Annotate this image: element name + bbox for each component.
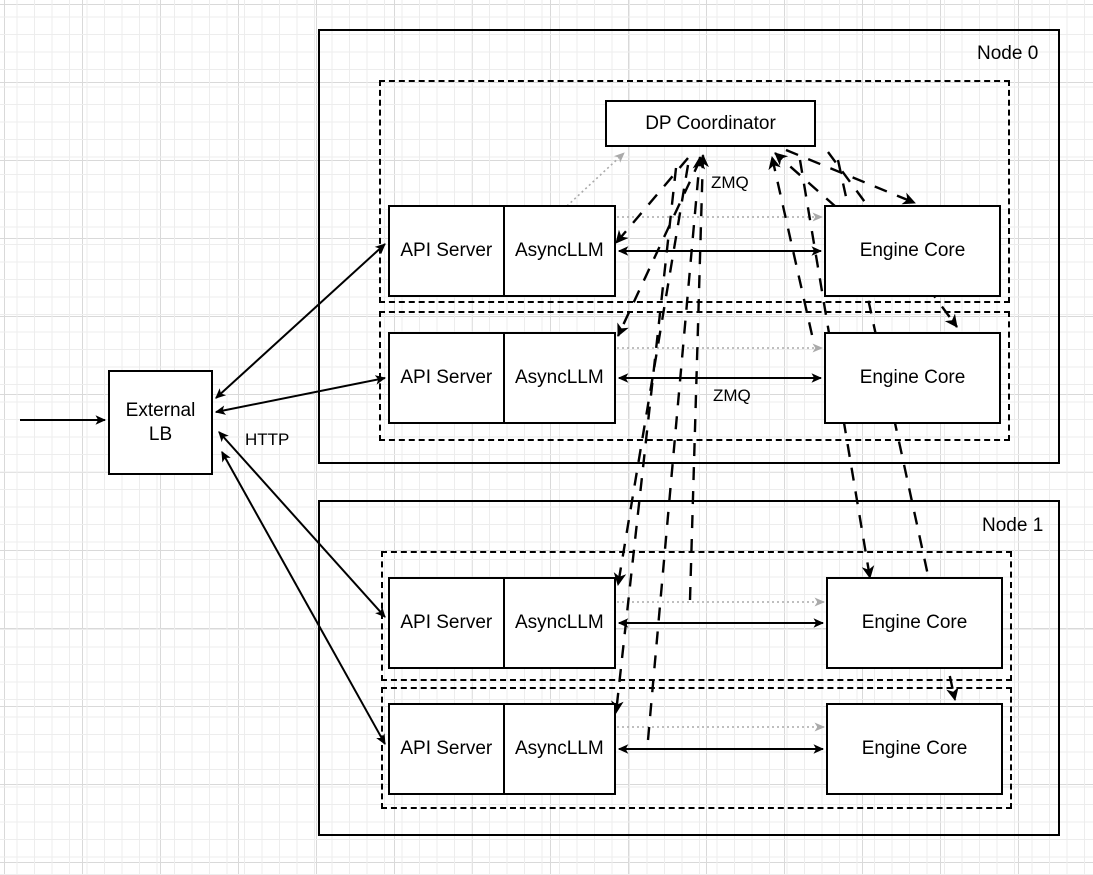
external-lb-label-line2: LB (148, 423, 173, 445)
api-server-label: API Server (400, 367, 493, 388)
node-1-container (318, 500, 1060, 836)
node-1-dp-group-0 (381, 551, 1012, 681)
node-0-label: Node 0 (977, 43, 1039, 64)
external-lb: External LB (108, 370, 213, 475)
zmq-label-top: ZMQ (711, 173, 749, 192)
async-llm-label: AsyncLLM (502, 334, 614, 422)
zmq-label-node0-dp1: ZMQ (713, 386, 751, 405)
node-0-dp-0-engine-core: Engine Core (824, 205, 1001, 297)
api-server-label: API Server (400, 240, 493, 261)
dp-coordinator: DP Coordinator (605, 100, 816, 147)
async-llm-label: AsyncLLM (502, 579, 614, 667)
node-0-dp-group-0 (379, 80, 1010, 303)
node-1-label: Node 1 (982, 515, 1044, 536)
http-label: HTTP (245, 430, 290, 449)
node-0-container (318, 29, 1060, 464)
external-lb-label-line1: External (125, 399, 196, 421)
node-0-dp-0-frontend: API Server AsyncLLM (388, 205, 616, 297)
node-1-dp-1-frontend: API Server AsyncLLM (388, 703, 616, 795)
api-server-label: API Server (400, 612, 493, 633)
node-1-dp-1-engine-core: Engine Core (826, 703, 1003, 795)
node-1-dp-0-frontend: API Server AsyncLLM (388, 577, 616, 669)
node-1-dp-0-engine-core: Engine Core (826, 577, 1003, 669)
node-1-dp-group-1 (381, 687, 1012, 809)
async-llm-label: AsyncLLM (502, 207, 614, 295)
node-0-dp-1-frontend: API Server AsyncLLM (388, 332, 616, 424)
node-0-dp-1-engine-core: Engine Core (824, 332, 1001, 424)
async-llm-label: AsyncLLM (502, 705, 614, 793)
node-0-dp-group-1 (379, 311, 1010, 441)
api-server-label: API Server (400, 738, 493, 759)
